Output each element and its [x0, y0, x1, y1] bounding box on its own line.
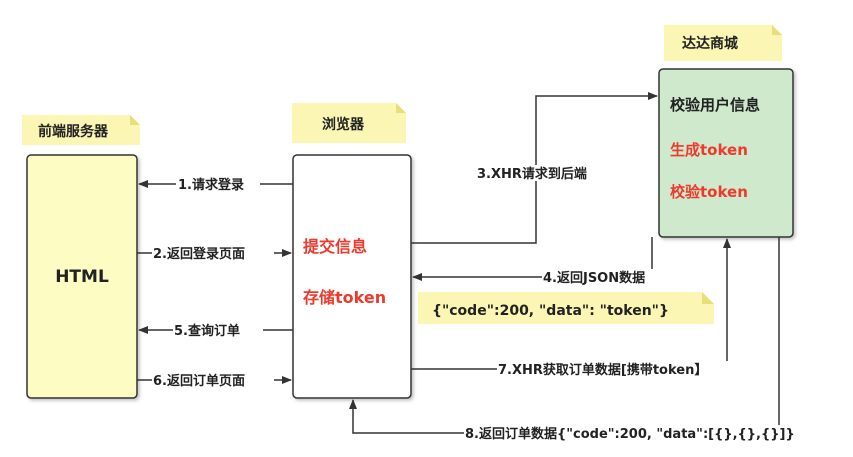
note-frontend-server-label: 前端服务器 — [38, 123, 109, 140]
arrow-step3: 3.XHR请求到后端 — [411, 92, 658, 244]
mall-line-verify-token: 校验token — [670, 183, 748, 201]
arrow-step8: 8.返回订单数据{"code":200, "data":[{},{},{}]} — [349, 237, 845, 442]
arrow-step8-label: 8.返回订单数据{"code":200, "data":[{},{},{}]} — [465, 426, 795, 442]
frontend-server-box: HTML — [26, 154, 138, 399]
arrow-step7: 7.XHR获取订单数据[携带token】 — [411, 238, 767, 378]
browser-line-submit: 提交信息 — [303, 237, 367, 256]
browser-box: 提交信息 存储token — [292, 154, 412, 399]
note-mall-label: 达达商城 — [682, 35, 738, 52]
arrow-step4-label: 4.返回JSON数据 — [543, 270, 645, 286]
html-label: HTML — [55, 267, 109, 287]
arrow-step3-label: 3.XHR请求到后端 — [477, 166, 587, 182]
note-browser: 浏览器 — [292, 103, 406, 143]
note-mall: 达达商城 — [664, 25, 782, 61]
browser-line-store-token: 存储token — [303, 288, 386, 307]
mall-box: 校验用户信息 生成token 校验token — [658, 68, 794, 238]
note-frontend-server: 前端服务器 — [22, 115, 140, 145]
arrow-step5-label: 5.查询订单 — [174, 323, 240, 339]
mall-line-generate-token: 生成token — [670, 141, 748, 159]
arrow-step2-label: 2.返回登录页面 — [153, 246, 245, 262]
arrow-step7-label: 7.XHR获取订单数据[携带token】 — [498, 362, 707, 378]
arrow-step5: 5.查询订单 — [138, 322, 293, 339]
note-json-response: {"code":200, "data": "token"} — [418, 292, 714, 324]
arrow-step6-label: 6.返回订单页面 — [153, 373, 245, 389]
arrow-step6: 6.返回订单页面 — [137, 372, 292, 389]
arrow-step2: 2.返回登录页面 — [137, 245, 292, 262]
note-browser-label: 浏览器 — [322, 116, 365, 133]
arrow-step4: 4.返回JSON数据 — [412, 237, 666, 286]
arrow-step1: 1.请求登录 — [138, 176, 293, 193]
arrow-step1-label: 1.请求登录 — [178, 177, 244, 193]
mall-line-verify-user: 校验用户信息 — [670, 96, 760, 114]
note-json-response-label: {"code":200, "data": "token"} — [432, 303, 669, 319]
